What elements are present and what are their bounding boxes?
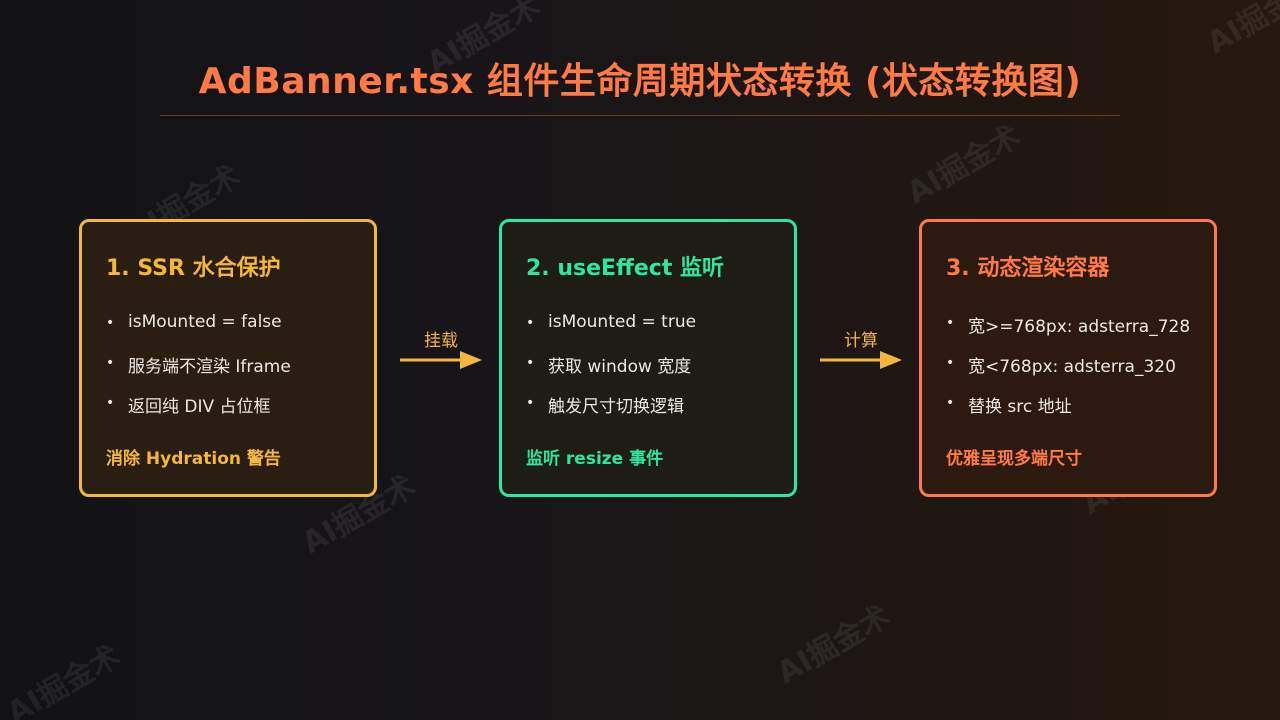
arrow-right-icon <box>820 351 902 369</box>
bullet-icon: • <box>946 395 955 411</box>
bullet-icon: • <box>946 355 955 371</box>
transition-label: 计算 <box>844 331 878 351</box>
page-title: AdBanner.tsx 组件生命周期状态转换 (状态转换图) <box>198 61 1082 102</box>
list-item: • isMounted = false <box>106 312 291 352</box>
watermark-text: AI掘金术 <box>771 598 897 692</box>
bullet-icon: • <box>946 315 955 331</box>
bullet-icon: • <box>526 395 535 411</box>
list-item: • 宽>=768px: adsterra_728 <box>946 312 1190 352</box>
title-divider <box>160 115 1120 116</box>
state-card-ssr: 1. SSR 水合保护 • isMounted = false • 服务端不渲染 I… <box>79 219 377 497</box>
card-item-list: • isMounted = true • 获取 window 宽度 • 触发尺寸切换逻… <box>526 312 696 432</box>
list-item-text: 触发尺寸切换逻辑 <box>548 397 684 417</box>
card-title: 1. SSR 水合保护 <box>106 256 281 281</box>
list-item-text: 服务端不渲染 Iframe <box>128 357 291 377</box>
list-item-text: isMounted = false <box>128 312 282 332</box>
transition-arrow-mount: 挂载 <box>398 326 484 376</box>
card-footer-note: 消除 Hydration 警告 <box>106 449 281 469</box>
card-item-list: • isMounted = false • 服务端不渲染 Iframe • 返回纯 D… <box>106 312 291 432</box>
card-title: 3. 动态渲染容器 <box>946 256 1110 281</box>
state-card-render: 3. 动态渲染容器 • 宽>=768px: adsterra_728 • 宽<768… <box>919 219 1217 497</box>
state-card-useeffect: 2. useEffect 监听 • isMounted = true • 获取 wi… <box>499 219 797 497</box>
list-item: • 触发尺寸切换逻辑 <box>526 392 696 432</box>
bullet-icon: • <box>526 315 535 331</box>
card-footer-note: 优雅呈现多端尺寸 <box>946 449 1082 469</box>
bullet-icon: • <box>106 395 115 411</box>
transition-arrow-compute: 计算 <box>818 326 904 376</box>
list-item: • 获取 window 宽度 <box>526 352 696 392</box>
card-item-list: • 宽>=768px: adsterra_728 • 宽<768px: adster… <box>946 312 1190 432</box>
list-item: • 返回纯 DIV 占位框 <box>106 392 291 432</box>
watermark-text: AI掘金术 <box>1 638 127 720</box>
card-title: 2. useEffect 监听 <box>526 256 724 281</box>
list-item-text: 替换 src 地址 <box>968 397 1072 417</box>
list-item-text: 宽<768px: adsterra_320 <box>968 357 1176 377</box>
watermark-text: AI掘金术 <box>901 118 1027 212</box>
list-item-text: isMounted = true <box>548 312 697 332</box>
list-item: • isMounted = true <box>526 312 696 352</box>
list-item-text: 返回纯 DIV 占位框 <box>128 397 271 417</box>
list-item: • 服务端不渲染 Iframe <box>106 352 291 392</box>
list-item: • 宽<768px: adsterra_320 <box>946 352 1190 392</box>
list-item: • 替换 src 地址 <box>946 392 1190 432</box>
list-item-text: 获取 window 宽度 <box>548 357 692 377</box>
bullet-icon: • <box>106 315 115 331</box>
card-footer-note: 监听 resize 事件 <box>526 449 664 469</box>
arrow-right-icon <box>400 351 482 369</box>
list-item-text: 宽>=768px: adsterra_728 <box>968 317 1191 337</box>
bullet-icon: • <box>106 355 115 371</box>
bullet-icon: • <box>526 355 535 371</box>
transition-label: 挂载 <box>424 331 458 351</box>
